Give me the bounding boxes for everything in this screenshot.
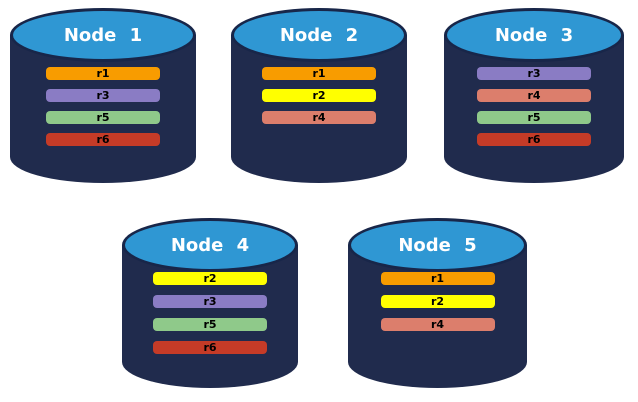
node-5-title: Node 5 bbox=[398, 234, 477, 256]
replica-bar: r1 bbox=[46, 67, 160, 80]
replica-bar: r2 bbox=[262, 89, 376, 102]
replica-bar: r1 bbox=[262, 67, 376, 80]
node-1: Node 1 r1 r3 r5 r6 bbox=[10, 8, 196, 183]
replica-label: r2 bbox=[203, 272, 217, 285]
replica-label: r6 bbox=[527, 133, 541, 146]
replica-bar: r4 bbox=[262, 111, 376, 124]
cylinder-top-ellipse: Node 5 bbox=[348, 218, 527, 272]
replica-label: r4 bbox=[430, 318, 445, 331]
node-4-title: Node 4 bbox=[170, 234, 250, 256]
node-1-title: Node 1 bbox=[63, 24, 143, 46]
node-2: Node 2 r1 r2 r4 bbox=[231, 8, 407, 183]
replica-bar: r6 bbox=[46, 133, 160, 146]
node-2-title: Node 2 bbox=[279, 24, 359, 46]
replica-label: r3 bbox=[527, 67, 541, 80]
replica-bar: r4 bbox=[380, 318, 495, 331]
replica-label: r4 bbox=[312, 111, 326, 124]
replica-label: r1 bbox=[430, 272, 445, 285]
replica-label: r5 bbox=[203, 318, 217, 331]
node-3-replica-list: r3 r4 r5 r6 bbox=[477, 67, 591, 146]
node-3: Node 3 r3 r4 r5 r6 bbox=[444, 8, 624, 183]
replica-label: r5 bbox=[527, 111, 541, 124]
replica-bar: r3 bbox=[477, 67, 591, 80]
replica-bar: r3 bbox=[46, 89, 160, 102]
cylinder-top-ellipse: Node 4 bbox=[122, 218, 298, 272]
replica-label: r6 bbox=[203, 341, 217, 354]
node-4: Node 4 r2 r3 r5 r6 bbox=[122, 218, 298, 388]
replica-bar: r4 bbox=[477, 89, 591, 102]
replica-bar: r2 bbox=[153, 272, 267, 285]
replica-bar: r5 bbox=[46, 111, 160, 124]
replica-label: r6 bbox=[96, 133, 110, 146]
node-1-replica-list: r1 r3 r5 r6 bbox=[46, 67, 160, 146]
replica-bar: r5 bbox=[153, 318, 267, 331]
replica-bar: r3 bbox=[153, 295, 267, 308]
node-3-title: Node 3 bbox=[494, 24, 574, 46]
replica-label: r3 bbox=[203, 295, 217, 308]
replica-label: r4 bbox=[527, 89, 541, 102]
node-5: Node 5 r1 r2 r4 bbox=[348, 218, 527, 388]
node-5-replica-list: r1 r2 r4 bbox=[380, 272, 495, 331]
replica-label: r5 bbox=[96, 111, 110, 124]
replica-label: r1 bbox=[96, 67, 110, 80]
replica-bar: r1 bbox=[380, 272, 495, 285]
node-4-replica-list: r2 r3 r5 r6 bbox=[153, 272, 267, 354]
cylinder-top-ellipse: Node 3 bbox=[444, 8, 624, 62]
cylinder-top-ellipse: Node 1 bbox=[10, 8, 196, 62]
replica-label: r1 bbox=[312, 67, 326, 80]
replica-label: r2 bbox=[430, 295, 445, 308]
node-2-replica-list: r1 r2 r4 bbox=[262, 67, 376, 124]
replica-bar: r5 bbox=[477, 111, 591, 124]
replica-bar: r2 bbox=[380, 295, 495, 308]
replica-label: r3 bbox=[96, 89, 110, 102]
replica-bar: r6 bbox=[477, 133, 591, 146]
replica-label: r2 bbox=[312, 89, 326, 102]
replica-bar: r6 bbox=[153, 341, 267, 354]
cylinder-top-ellipse: Node 2 bbox=[231, 8, 407, 62]
